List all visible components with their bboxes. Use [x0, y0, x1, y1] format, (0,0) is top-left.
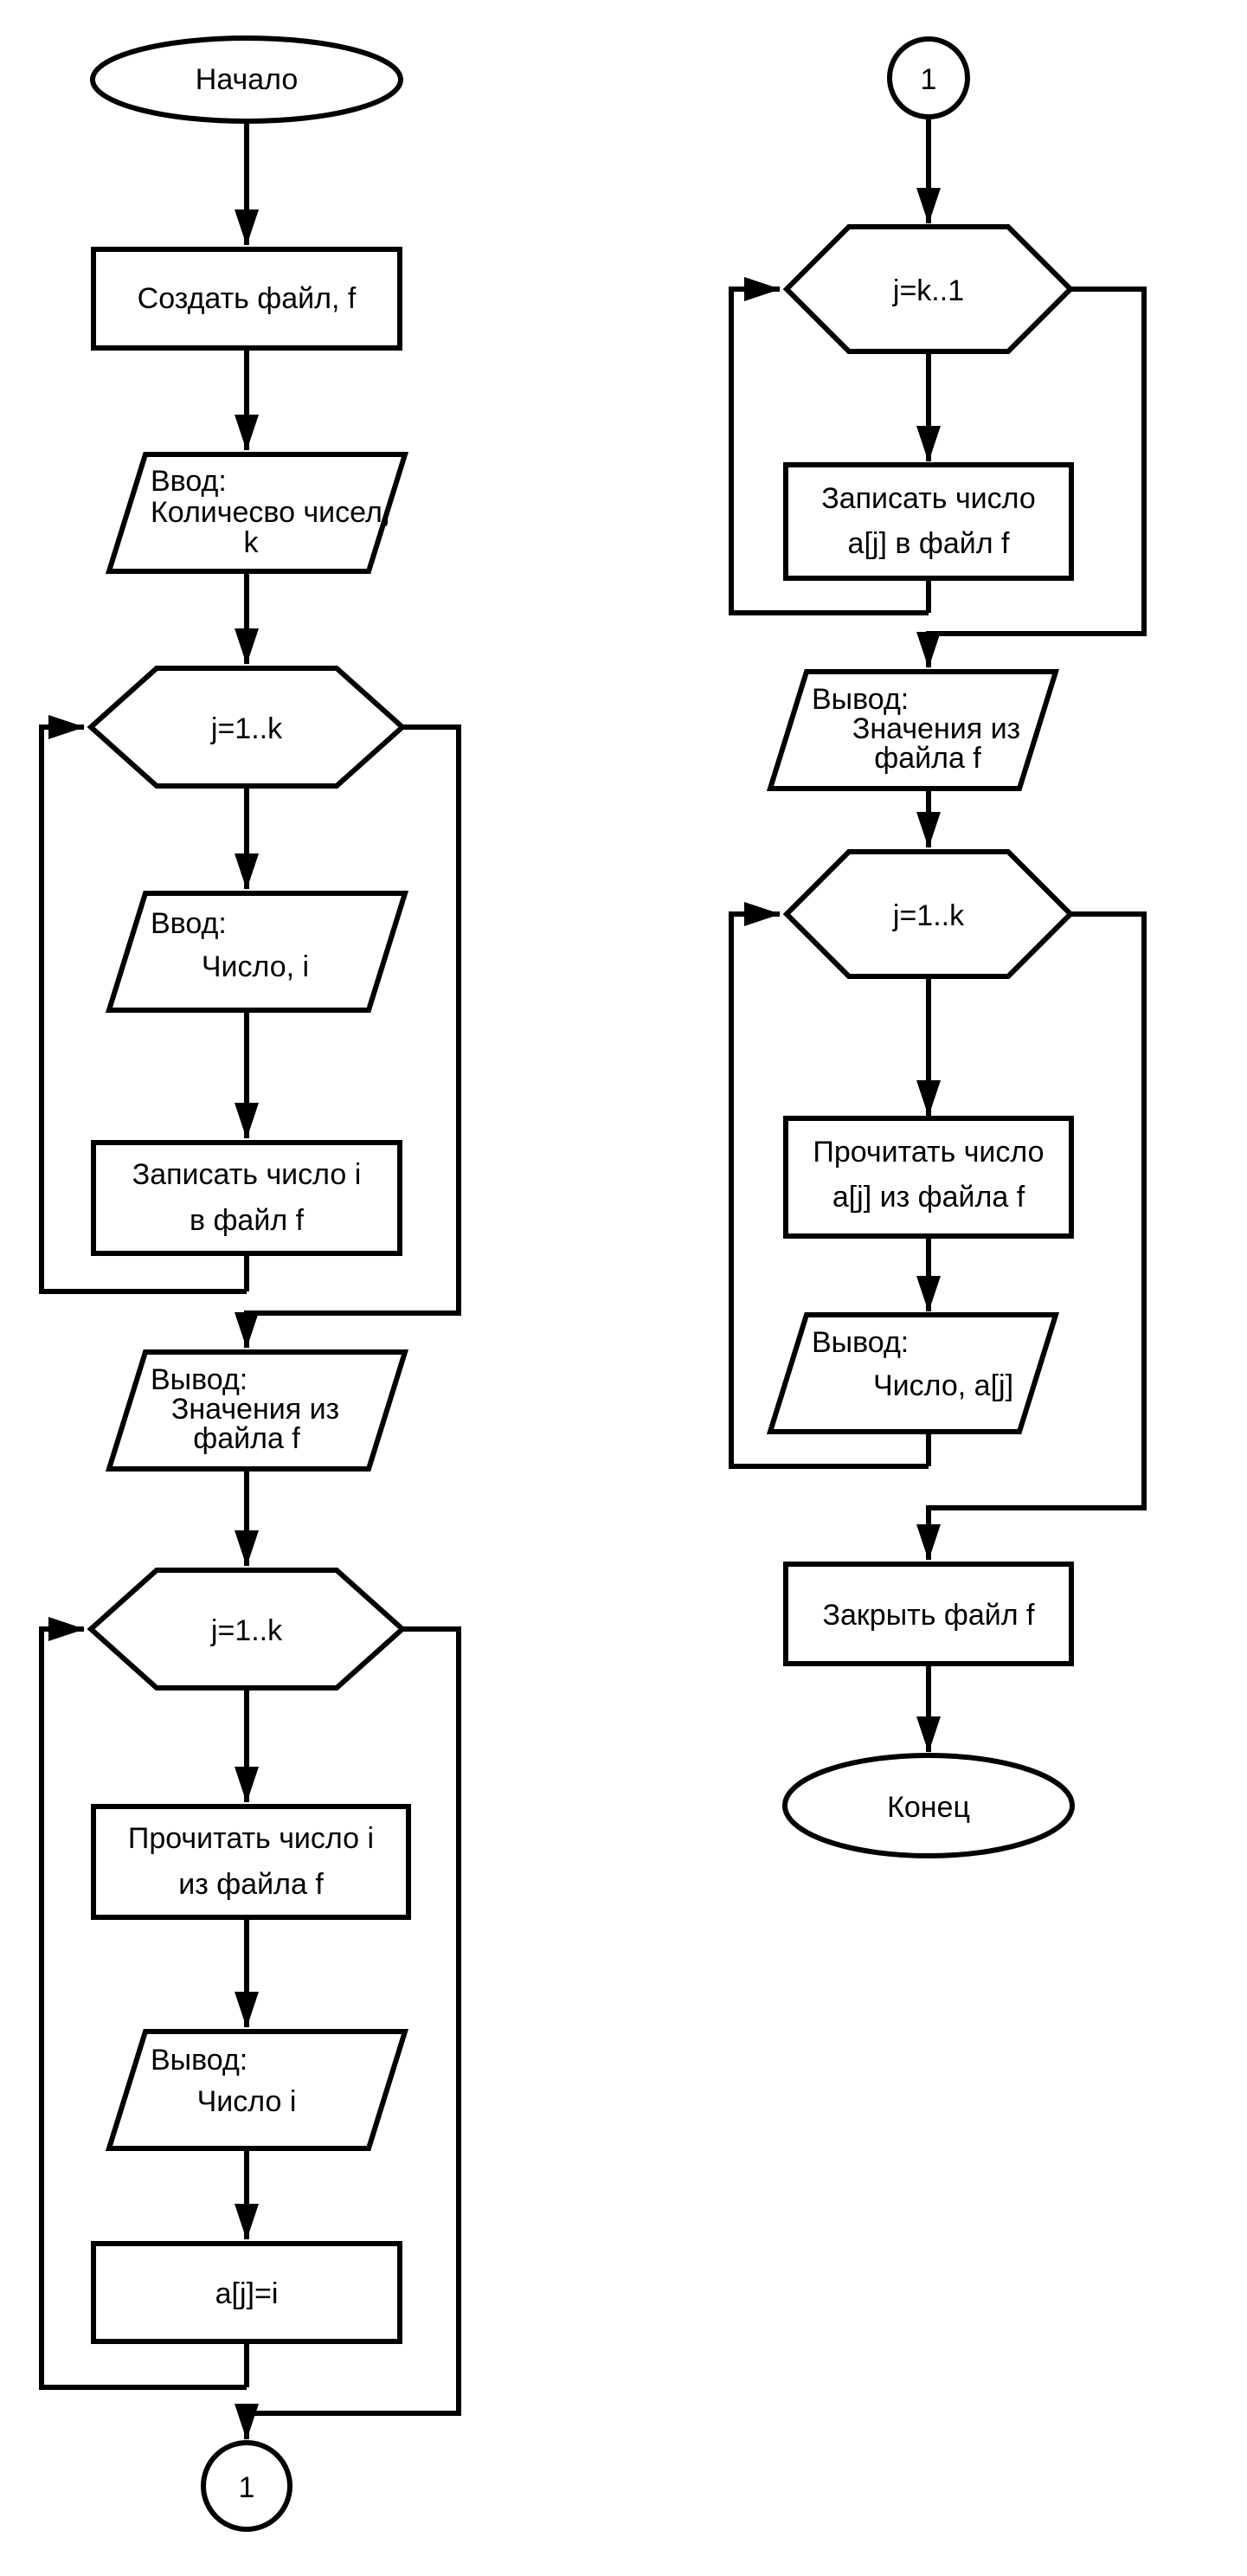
process-read-number: Прочитать число i из файла f [91, 1804, 411, 1920]
loop-back-line-loop1 [39, 715, 247, 1294]
io-input-count-line3: k [244, 526, 260, 559]
terminator-end: Конец [782, 1753, 1075, 1858]
loop-back-line-loop2 [39, 1617, 247, 2390]
loop-back-line-loop3 [729, 277, 929, 615]
io-output-values-right-line3: файла f [874, 742, 981, 775]
io-output-values-right-line2: Значения из [852, 712, 1020, 745]
loop-hexagon-write-back: j=k..1 [782, 224, 1075, 354]
io-input-number: Ввод: Число, i [105, 891, 409, 1013]
io-output-number-line1: Вывод: [151, 2044, 247, 2077]
process-write-number-right: Записать число a[j] в файл f [783, 462, 1074, 581]
io-output-values-right-line1: Вывод: [812, 683, 909, 716]
io-output-number: Вывод: Число i [105, 2029, 409, 2151]
loop-exit-line-loop1 [235, 724, 461, 1349]
process-write-number-right-line2: a[j] в файл f [848, 527, 1010, 560]
connector-right: 1 [887, 36, 970, 119]
process-create-file: Создать файл, f [91, 247, 402, 351]
io-output-number-line2: Число i [197, 2085, 297, 2118]
loop-exit-line-loop2 [235, 1626, 461, 2440]
process-assign: a[j]=i [91, 2241, 402, 2344]
io-output-number-right-line1: Вывод: [812, 1326, 909, 1359]
loop-hexagon-read-right-label: j=1..k [892, 899, 965, 932]
loop-hexagon-write-label: j=1..k [210, 712, 283, 745]
connector-left: 1 [201, 2440, 292, 2532]
io-output-values-line3: файла f [193, 1422, 300, 1455]
process-write-number: Записать число i в файл f [91, 1140, 402, 1256]
terminator-end-label: Конец [887, 1791, 970, 1824]
loop-back-line-loop4 [729, 902, 929, 1469]
io-input-count: Ввод: Количесво чисел, k [105, 452, 409, 574]
process-assign-label: a[j]=i [215, 2277, 279, 2310]
loop-hexagon-read-right: j=1..k [782, 849, 1075, 979]
process-create-file-label: Создать файл, f [138, 282, 357, 315]
process-read-number-right-line1: Прочитать число [813, 1136, 1044, 1169]
io-input-number-line2: Число, i [202, 950, 309, 983]
loop-hexagon-write: j=1..k [87, 666, 407, 789]
io-input-count-line2: Количесво чисел, [151, 496, 390, 529]
loop-exit-line-loop3 [916, 287, 1147, 668]
loop-hexagon-read: j=1..k [87, 1568, 407, 1690]
process-read-number-right-line2: a[j] из файла f [832, 1181, 1025, 1214]
connector-left-label: 1 [239, 2471, 255, 2504]
process-read-number-line1: Прочитать число i [128, 1822, 374, 1855]
terminator-start-label: Начало [196, 63, 298, 96]
process-read-number-line2: из файла f [178, 1868, 324, 1901]
process-write-number-line1: Записать число i [132, 1158, 362, 1191]
io-input-count-line1: Ввод: [151, 465, 227, 498]
io-output-values-line1: Вывод: [151, 1363, 247, 1396]
io-output-values: Вывод: Значения из файла f [105, 1349, 409, 1472]
loop-exit-line-loop4 [916, 911, 1147, 1561]
process-write-number-line2: в файл f [190, 1204, 305, 1237]
io-output-number-right: Вывод: Число, a[j] [766, 1312, 1060, 1434]
io-output-values-line2: Значения из [171, 1393, 339, 1426]
process-write-number-right-line1: Записать число [821, 482, 1036, 515]
process-read-number-right: Прочитать число a[j] из файла f [783, 1116, 1074, 1239]
io-output-number-right-line2: Число, a[j] [873, 1369, 1013, 1402]
loop-hexagon-write-back-label: j=k..1 [892, 274, 964, 307]
connector-right-label: 1 [921, 63, 937, 96]
terminator-start: Начало [90, 35, 403, 124]
process-close-file: Закрыть файл f [783, 1562, 1074, 1666]
loop-hexagon-read-label: j=1..k [210, 1614, 283, 1647]
io-input-number-line1: Ввод: [151, 907, 227, 940]
io-output-values-right: Вывод: Значения из файла f [766, 669, 1060, 791]
process-close-file-label: Закрыть файл f [822, 1599, 1035, 1632]
